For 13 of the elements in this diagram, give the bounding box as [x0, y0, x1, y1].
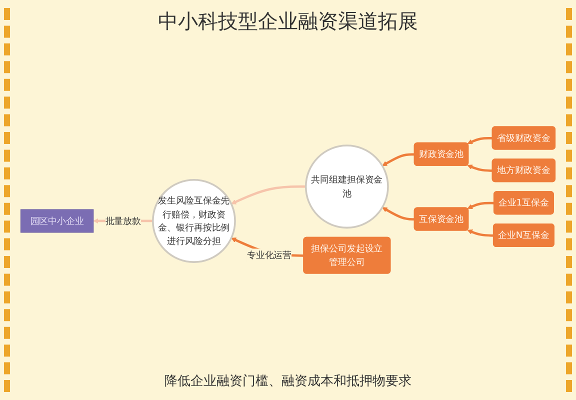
arrow: [467, 136, 492, 144]
node-circle: 共同组建担保资金池: [304, 144, 389, 229]
arrow: [467, 229, 494, 237]
note-text: 降低企业融资门槛、融资成本和抵押物要求: [164, 373, 412, 390]
node-box: 园区中小企业: [20, 209, 94, 233]
arrow: [231, 185, 306, 204]
node-circle: 发生风险互保金先行赔偿，财政资金、银行再按比例进行风险分担: [152, 179, 236, 263]
arrow: [467, 202, 494, 209]
arrow: [382, 207, 414, 221]
diagram-title: 中小科技型企业融资渠道拓展: [157, 8, 419, 35]
arrow: [382, 153, 414, 166]
arrow: [467, 164, 492, 172]
edge-label: 专业化运营: [246, 250, 292, 261]
